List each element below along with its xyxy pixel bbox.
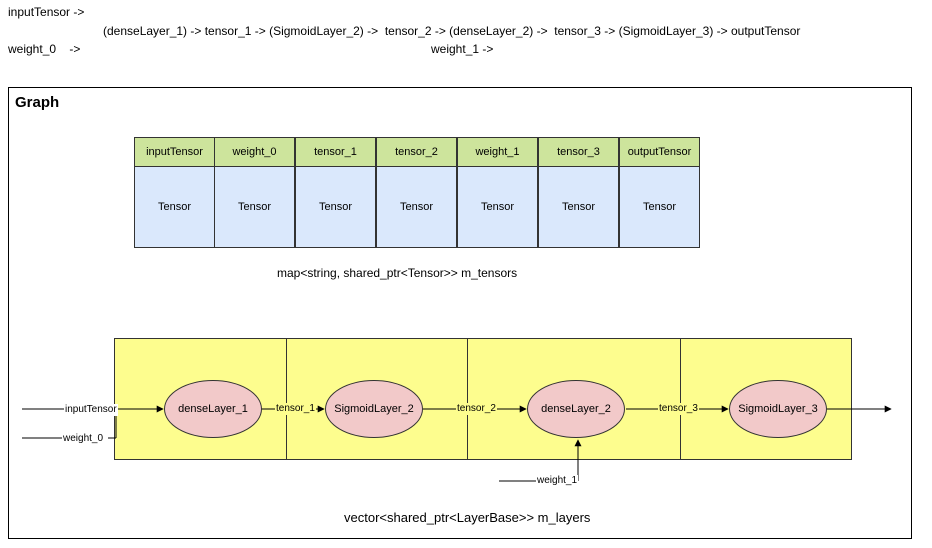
layer-divider: [680, 338, 681, 460]
tensor-column: tensor_3 Tensor: [538, 137, 619, 248]
graph-frame: [8, 87, 912, 539]
tensor-column: weight_0 Tensor: [214, 137, 295, 248]
edge-label-tensor-2: tensor_2: [456, 403, 497, 415]
tensor-type: Tensor: [214, 167, 295, 248]
tensor-type: Tensor: [619, 167, 700, 248]
tensor-name: weight_1: [457, 137, 538, 167]
tensor-type: Tensor: [538, 167, 619, 248]
layer-node: SigmoidLayer_2: [325, 380, 423, 438]
tensor-name: inputTensor: [134, 137, 215, 167]
tensor-name: tensor_3: [538, 137, 619, 167]
tensor-name: tensor_1: [295, 137, 376, 167]
tensor-type: Tensor: [376, 167, 457, 248]
tensor-name: tensor_2: [376, 137, 457, 167]
tensor-type: Tensor: [457, 167, 538, 248]
edge-label-tensor-3: tensor_3: [658, 403, 699, 415]
edge-label-weight-0: weight_0: [62, 433, 105, 445]
edge-label-weight-1: weight_1: [536, 475, 579, 487]
tensor-column: weight_1 Tensor: [457, 137, 538, 248]
tensor-type: Tensor: [295, 167, 376, 248]
tensor-name: weight_0: [214, 137, 295, 167]
graph-title: Graph: [15, 94, 60, 111]
layer-node: denseLayer_2: [527, 380, 625, 438]
flow-input-line: inputTensor ->: [8, 5, 85, 19]
tensor-column: tensor_2 Tensor: [376, 137, 457, 248]
layer-divider: [286, 338, 287, 460]
flow-weight-line: weight_0 ->: [8, 42, 81, 56]
layer-divider: [467, 338, 468, 460]
tensor-column: tensor_1 Tensor: [295, 137, 376, 248]
edge-label-tensor-1: tensor_1: [275, 403, 316, 415]
flow-chain: (denseLayer_1) -> tensor_1 -> (SigmoidLa…: [103, 24, 801, 38]
tensor-name: outputTensor: [619, 137, 700, 167]
tensor-type: Tensor: [134, 167, 215, 248]
edge-label-input-tensor: inputTensor: [64, 404, 118, 416]
layer-node: denseLayer_1: [164, 380, 262, 438]
layers-caption: vector<shared_ptr<LayerBase>> m_layers: [344, 510, 591, 525]
tensor-column: inputTensor Tensor: [134, 137, 215, 248]
layer-node: SigmoidLayer_3: [729, 380, 827, 438]
tensor-column: outputTensor Tensor: [619, 137, 700, 248]
flow-weight1-line: weight_1 ->: [431, 42, 494, 56]
tensors-caption: map<string, shared_ptr<Tensor>> m_tensor…: [277, 266, 518, 280]
